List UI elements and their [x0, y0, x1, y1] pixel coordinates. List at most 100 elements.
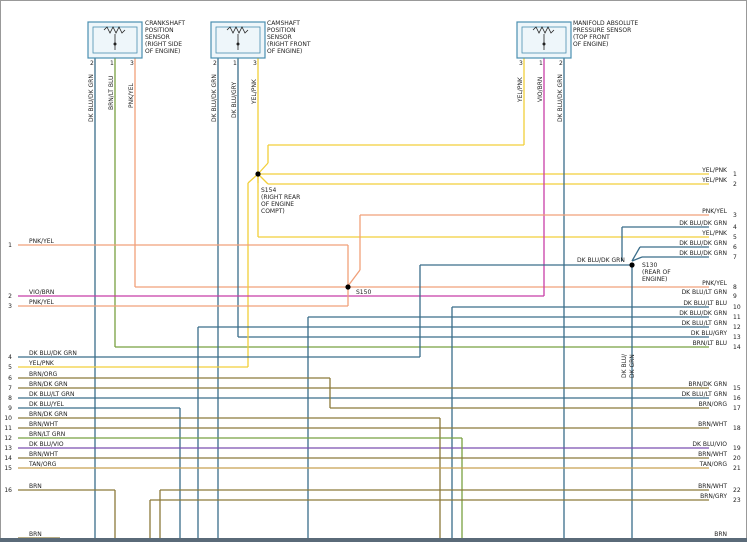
wire-label: BRN/LT BLU	[693, 340, 727, 347]
pin-number: 15	[4, 465, 12, 472]
pin-number: 19	[733, 445, 741, 452]
pin-number: 13	[4, 445, 12, 452]
wire-label: DK BLU/DK GRN	[679, 310, 727, 317]
wire-label: YEL/PNK	[701, 177, 728, 184]
right-pin-row: BRN	[714, 531, 727, 538]
pin-number: 4	[8, 354, 12, 361]
right-pin-row: PNK/YEL 3	[702, 208, 737, 219]
wire-label: BRN/GRY	[700, 493, 727, 500]
pin-number: 22	[733, 487, 741, 494]
pin-number: 12	[733, 324, 741, 331]
pin-number: 16	[4, 487, 12, 494]
pin-number: 3	[130, 60, 134, 67]
left-pin-row: BRN	[29, 531, 42, 538]
wire-label: BRN	[29, 483, 42, 490]
pin-number: 14	[4, 455, 12, 462]
wire-label: BRN/ORG	[699, 401, 728, 408]
wire-label: BRN/DK GRN	[29, 381, 68, 388]
wire-label: DK BLU/LT GRN	[682, 289, 727, 296]
right-pin-row: BRN/GRY 23	[700, 493, 741, 504]
pin-number: 3	[519, 60, 523, 67]
right-pin-row: DK BLU/DK GRN 11	[679, 310, 741, 321]
left-pin-row: 10 BRN/DK GRN	[4, 411, 67, 422]
camshaft-sensor	[210, 21, 266, 59]
pin-number: 2	[90, 60, 94, 67]
wire-label: DK BLU/DK GRN	[29, 350, 77, 357]
splice-s154-dot	[255, 171, 261, 177]
left-pin-row: 4 DK BLU/DK GRN	[8, 350, 77, 361]
wire-label: DK BLU/VIO	[692, 441, 727, 448]
pin-number: 6	[8, 375, 12, 382]
splice-s130-dot	[629, 262, 635, 268]
right-pin-row: PNK/YEL 8	[702, 280, 737, 291]
pin-number: 7	[733, 254, 737, 261]
wire-label: DK BLU/GRY	[231, 82, 238, 118]
pin-number: 1	[8, 242, 12, 249]
pin-number: 12	[4, 435, 12, 442]
wire-label: BRN/WHT	[698, 421, 727, 428]
wire-label: PNK/YEL	[128, 82, 135, 108]
wire-label: BRN/ORG	[29, 371, 58, 378]
wire-label: DK BLU/LT BLU	[683, 300, 727, 307]
wires	[18, 58, 709, 542]
pin-number: 11	[4, 425, 12, 432]
wire-label: DK BLU/YEL	[29, 401, 64, 408]
wire-label: BRN/DK GRN	[688, 381, 727, 388]
right-pin-row: BRN/LT BLU 14	[693, 340, 741, 351]
left-pin-row: 16 BRN	[4, 483, 41, 494]
left-pin-row: 13 DK BLU/VIO	[4, 441, 64, 452]
wire-label: DK BLU/DK GRN	[557, 74, 564, 122]
wire-label: PNK/YEL	[702, 208, 728, 215]
crankshaft-sensor	[87, 21, 143, 59]
pin-number: 2	[8, 293, 12, 300]
wire-label: BRN	[29, 531, 42, 538]
wire-label: DK BLU/LT GRN	[682, 320, 727, 327]
wire-label: DK BLU/VIO	[29, 441, 64, 448]
wire-label: DK BLU/DK GRN	[679, 240, 727, 247]
wire-label: BRN	[714, 531, 727, 538]
wire-label: YEL/PNK	[517, 76, 524, 103]
pin-number: 8	[8, 395, 12, 402]
pin-number: 10	[4, 415, 12, 422]
map-sensor	[516, 21, 572, 59]
pin-number: 23	[733, 497, 741, 504]
wire-label: YEL/PNK	[701, 167, 728, 174]
pin-number: 3	[253, 60, 257, 67]
splice-s150-dot	[345, 284, 351, 290]
pin-number: 3	[733, 212, 737, 219]
pin-number: 11	[733, 314, 741, 321]
wire-label: DK BLU/DK GRN	[211, 74, 218, 122]
wire-label: PNK/YEL	[702, 280, 728, 287]
pin-number: 10	[733, 304, 741, 311]
splice-s150-label: S150	[356, 289, 371, 296]
left-pin-row: 9DK BLU/YEL	[8, 401, 64, 412]
pin-number: 1	[733, 171, 737, 178]
pin-number: 21	[733, 465, 741, 472]
pin-number: 8	[733, 284, 737, 291]
left-pin-row: 6 BRN/ORG	[8, 371, 58, 382]
wire-label: BRN/DK GRN	[29, 411, 68, 418]
pin-number: 13	[733, 334, 741, 341]
pin-number: 2	[733, 181, 737, 188]
wire-label: DK BLU/DK GRN	[88, 74, 95, 122]
wire-label: VIO/BRN	[537, 77, 544, 102]
pin-number: 5	[8, 364, 12, 371]
pin-number: 2	[559, 60, 563, 67]
splice-s130-label: S130 (REAR OF ENGINE)	[642, 262, 673, 283]
wire-label: VIO/BRN	[29, 289, 54, 296]
wire-label: BRN/LT GRN	[29, 431, 65, 438]
pin-number: 14	[733, 344, 741, 351]
